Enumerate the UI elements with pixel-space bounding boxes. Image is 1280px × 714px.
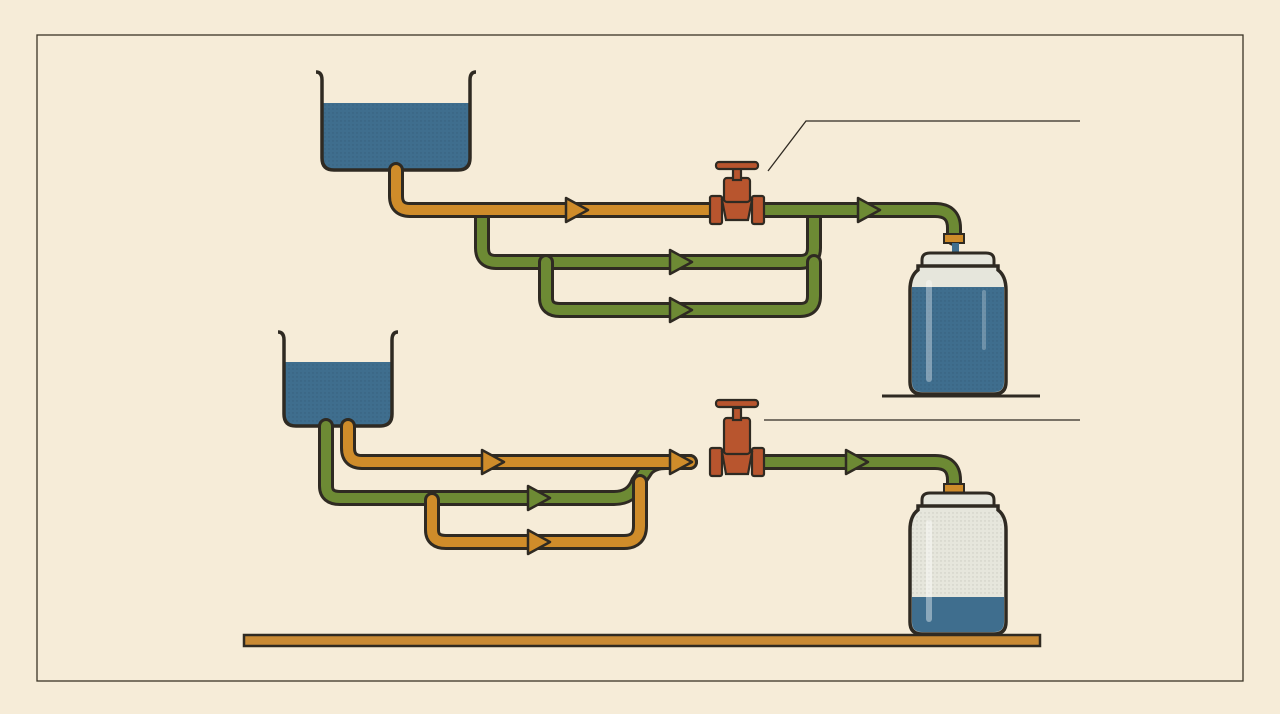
upper-branch-pipes [474,204,822,318]
flow-arrow-icon [480,448,870,556]
jar-icon [908,491,1008,636]
lower-branch-pipes [318,418,962,550]
upper-system [315,70,1080,398]
lower-system [242,330,1080,648]
jar-icon [908,243,1008,396]
valve-icon [708,398,766,478]
diagram-frame [36,34,1244,682]
valve-icon [708,160,766,226]
upper-main-pipe [388,162,962,246]
tank-icon [277,330,399,428]
flow-arrow-icon [564,196,882,324]
upper-callout-line [767,120,1080,172]
lower-jar-water [912,597,1004,632]
lower-shelf [242,633,1042,648]
